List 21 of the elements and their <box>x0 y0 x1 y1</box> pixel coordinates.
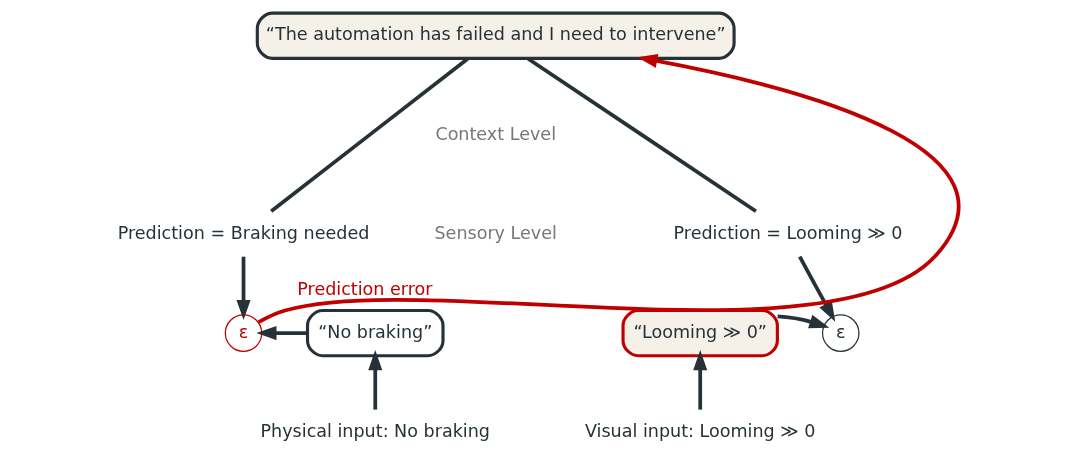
arrow <box>236 256 251 321</box>
arrow <box>777 314 829 329</box>
node-text: Visual input: Looming ≫ 0 <box>584 420 815 441</box>
connector <box>526 57 757 213</box>
node-circle: ε <box>821 314 860 352</box>
node-circle: ε <box>224 314 262 352</box>
node-text: Prediction = Looming ≫ 0 <box>673 222 902 243</box>
edge-label: Prediction error <box>296 279 433 300</box>
arrow <box>367 350 382 410</box>
node-text: Physical input: No braking <box>260 420 490 441</box>
node-box: “The automation has failed and I need to intervene” <box>255 11 736 60</box>
node-text: Prediction = Braking needed <box>117 222 369 243</box>
node-box: “No braking” <box>305 308 445 358</box>
label: Sensory Level <box>433 222 557 243</box>
node-box: “Looming ≫ 0” <box>620 308 779 358</box>
arrow <box>797 255 835 322</box>
arrow <box>692 350 707 410</box>
label: Context Level <box>434 123 556 144</box>
arrow <box>255 326 307 341</box>
arrow <box>257 54 959 324</box>
connector <box>269 57 469 213</box>
